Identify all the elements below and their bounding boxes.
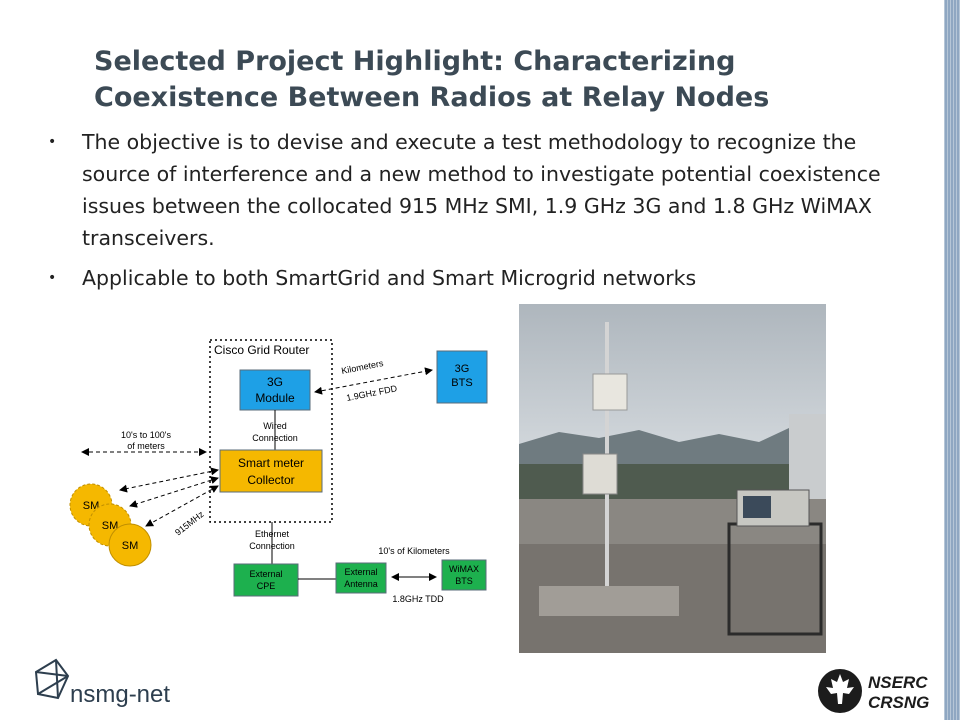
bullet-item: • Applicable to both SmartGrid and Smart… <box>48 262 928 294</box>
rooftop-photo <box>519 304 826 653</box>
smart-meter-label: SM <box>122 540 139 552</box>
tens-km-label: 10's of Kilometers <box>378 546 450 556</box>
distance-label: of meters <box>127 441 165 451</box>
nsmg-net-text: nsmg-net <box>70 681 170 708</box>
network-diagram: Cisco Grid Router 3G Module 3G BTS Kilom… <box>69 339 488 604</box>
bts-3g-label: BTS <box>451 377 472 389</box>
bts-3g <box>436 350 488 404</box>
module-3g <box>239 369 311 411</box>
smart-meter-label: SM <box>83 500 100 512</box>
router-boundary <box>209 339 333 523</box>
external-antenna <box>335 562 387 594</box>
wimax-label: BTS <box>455 576 473 586</box>
title-line-2: Coexistence Between Radios at Relay Node… <box>94 82 770 113</box>
nserc-logo: NSERC CRSNG <box>816 664 940 722</box>
antenna-label: External <box>344 567 377 577</box>
router-label: Cisco Grid Router <box>214 343 309 357</box>
decorative-stripe <box>944 0 960 720</box>
smart-meter-label: SM <box>102 520 119 532</box>
freq-sm-label: 915MHz <box>173 509 206 538</box>
sm-link <box>119 467 219 493</box>
freq-wimax-label: 1.8GHz TDD <box>392 594 444 604</box>
wired-label: Wired <box>263 421 287 431</box>
distance-label: 10's to 100's <box>121 430 171 440</box>
cpe-label: External <box>249 569 282 579</box>
module-3g-label: Module <box>255 391 295 405</box>
external-cpe <box>233 563 299 597</box>
collector-box <box>219 449 323 493</box>
nsmg-net-logo: nsmg-net <box>28 654 188 714</box>
bullet-item: • The objective is to devise and execute… <box>48 126 928 254</box>
bullet-text: Applicable to both SmartGrid and Smart M… <box>82 266 697 290</box>
antenna-label: Antenna <box>344 579 378 589</box>
link-3g <box>314 367 433 395</box>
bullet-dot-icon: • <box>48 270 57 286</box>
network-logo-icon <box>34 658 70 700</box>
cpe-label: CPE <box>257 581 276 591</box>
bts-3g-label: 3G <box>455 363 470 375</box>
collector-label: Collector <box>247 473 294 487</box>
smart-meter <box>108 523 152 567</box>
wimax-label: WiMAX <box>449 564 479 574</box>
sm-link <box>129 476 219 508</box>
ethernet-label: Ethernet <box>255 529 290 539</box>
kilometers-label: Kilometers <box>340 358 384 376</box>
bullet-list: • The objective is to devise and execute… <box>48 126 928 302</box>
nserc-text: NSERC <box>868 673 928 692</box>
crsng-text: CRSNG <box>868 693 929 712</box>
sm-link <box>145 485 219 527</box>
bullet-dot-icon: • <box>48 134 57 150</box>
freq-3g-label: 1.9GHz FDD <box>345 383 398 403</box>
title-line-1: Selected Project Highlight: Characterizi… <box>94 46 736 77</box>
wired-label: Connection <box>252 433 298 443</box>
bullet-text: The objective is to devise and execute a… <box>82 130 881 250</box>
ethernet-label: Connection <box>249 541 295 551</box>
slide-title: Selected Project Highlight: Characterizi… <box>94 44 894 116</box>
collector-label: Smart meter <box>238 456 304 470</box>
module-3g-label: 3G <box>267 375 283 389</box>
wimax-bts <box>441 559 487 591</box>
